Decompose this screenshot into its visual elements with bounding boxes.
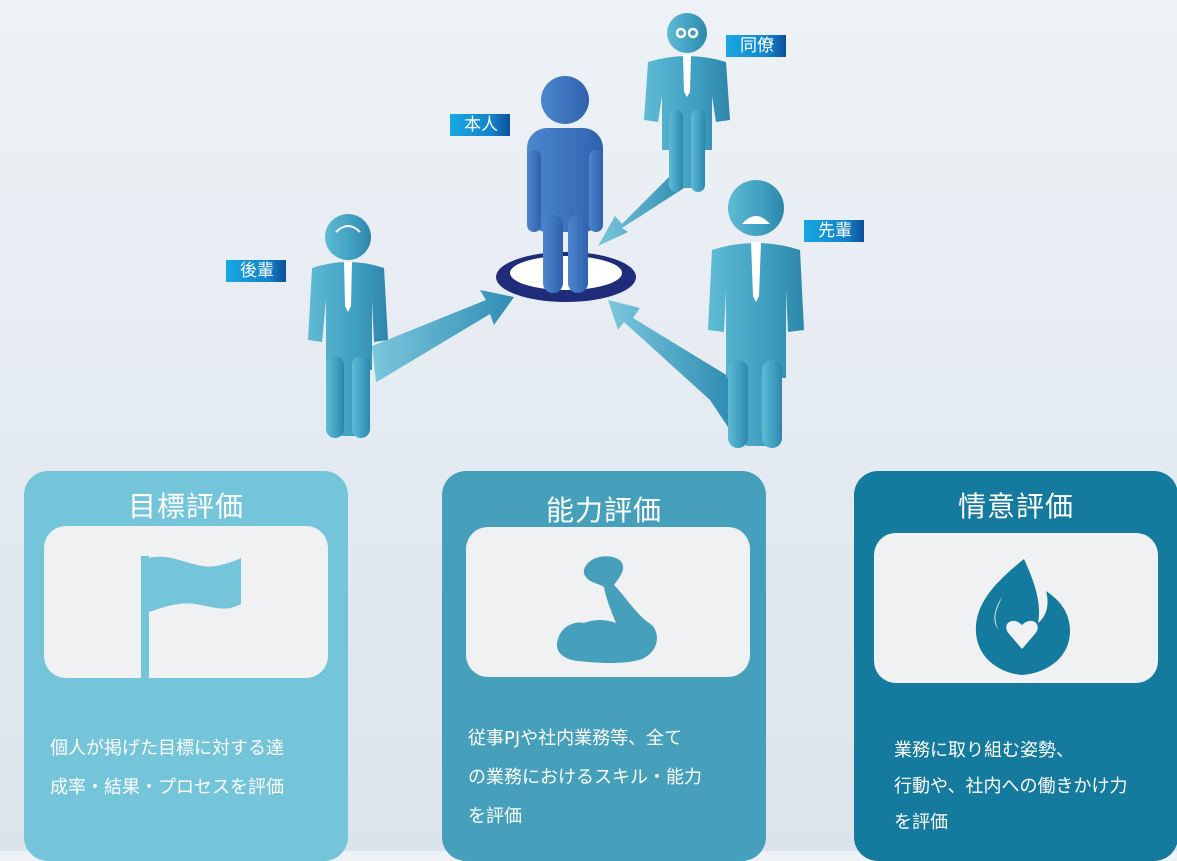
person-colleague <box>644 13 730 192</box>
label-junior: 後輩 <box>226 260 286 282</box>
card-description-line: を評価 <box>468 806 522 827</box>
card-ability-evaluation: 能力評価 従事PJや社内業務等、全て の業務におけるスキル・能力 を評価 <box>442 471 766 861</box>
card-description-line: 業務に取り組む姿勢、 <box>894 740 1074 761</box>
person-self <box>527 76 603 293</box>
card-description-line: を評価 <box>894 812 948 833</box>
card-title: 能力評価 <box>545 494 662 527</box>
card-description: 業務に取り組む姿勢、 行動や、社内への働きかけ力 を評価 <box>894 733 1127 841</box>
card-description: 個人が掲げた目標に対する達 成率・結果・プロセスを評価 <box>50 729 284 807</box>
flame-heart-icon <box>975 559 1070 675</box>
card-description-line: の業務におけるスキル・能力 <box>468 767 702 788</box>
arrow-from-senior <box>608 300 730 430</box>
person-senior <box>708 180 804 448</box>
label-senior: 先輩 <box>804 220 864 242</box>
card-objective-evaluation: 目標評価 個人が掲げた目標に対する達 成率・結果・プロセスを評価 <box>24 471 348 861</box>
label-self: 本人 <box>450 114 510 136</box>
arrow-from-junior <box>372 290 514 382</box>
flag-icon <box>141 556 241 678</box>
card-description-line: 個人が掲げた目標に対する達 <box>50 738 284 759</box>
card-description-line: 行動や、社内への働きかけ力 <box>894 776 1128 797</box>
arrow-from-colleague <box>598 176 684 246</box>
card-attitude-evaluation: 情意評価 業務に取り組む姿勢、 行動や、社内への働きかけ力 を評価 <box>854 471 1177 861</box>
card-icon-panel <box>874 533 1158 683</box>
card-title: 情意評価 <box>957 490 1074 523</box>
card-description: 従事PJや社内業務等、全て の業務におけるスキル・能力 を評価 <box>468 719 702 836</box>
label-colleague: 同僚 <box>726 35 786 57</box>
evaluation-diagram <box>308 13 804 448</box>
pedestal <box>496 252 636 302</box>
card-description-line: 成率・結果・プロセスを評価 <box>50 777 284 798</box>
card-title: 目標評価 <box>127 490 244 523</box>
card-icon-panel <box>44 526 328 678</box>
card-icon-panel <box>466 527 750 677</box>
card-description-line: 従事PJや社内業務等、全て <box>468 728 683 749</box>
flexed-arm-icon <box>556 556 657 663</box>
person-junior <box>308 214 388 438</box>
